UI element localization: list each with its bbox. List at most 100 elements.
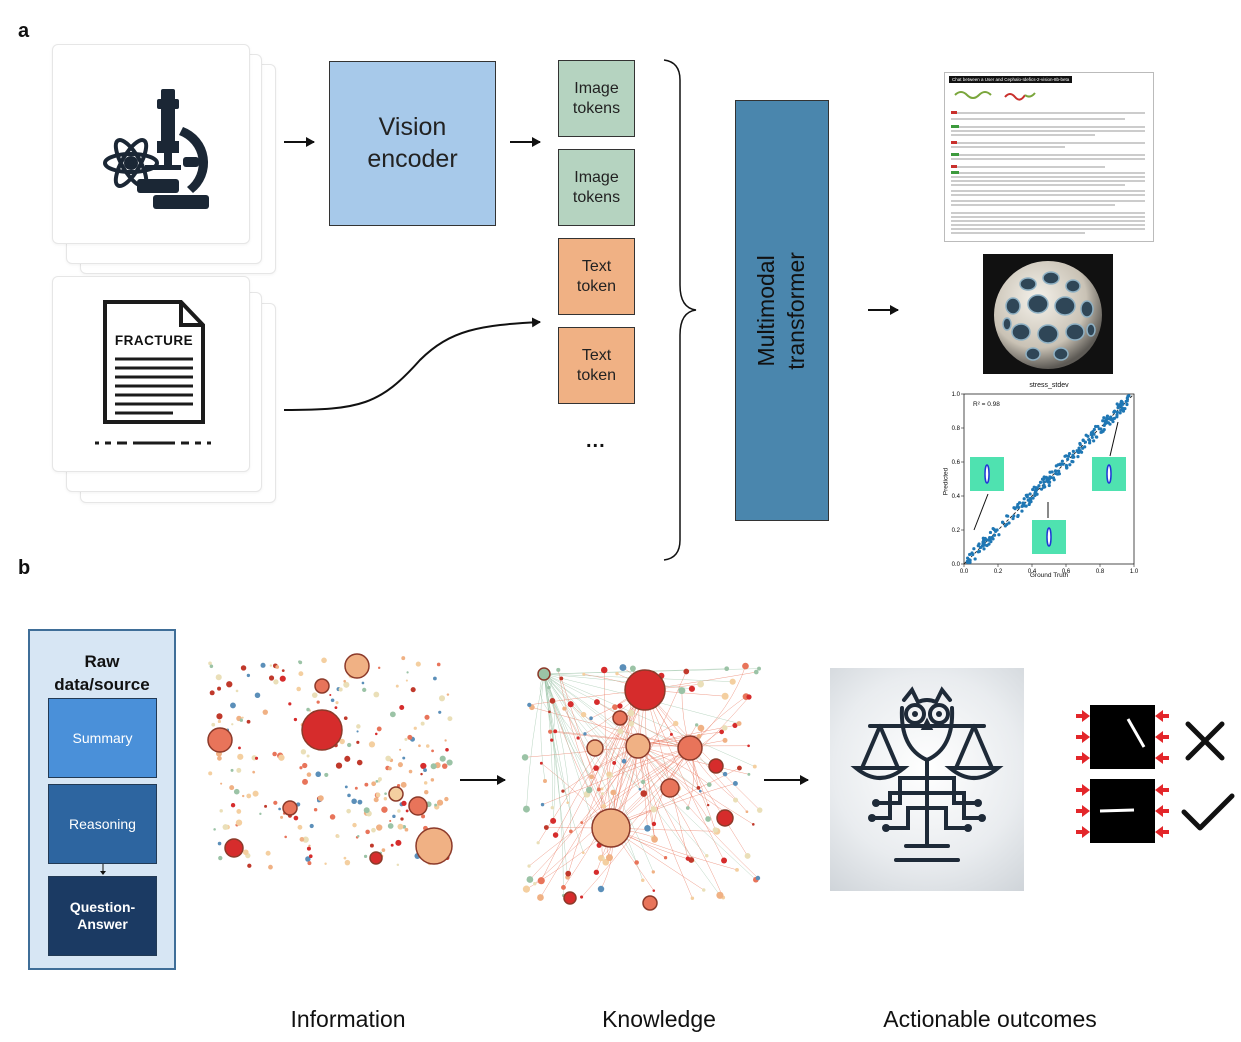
info-node — [235, 819, 243, 826]
question-answer-box: Question- Answer — [48, 876, 157, 956]
info-node — [298, 660, 303, 665]
scatter-point — [1079, 450, 1084, 454]
knowledge-node — [669, 732, 673, 736]
microscope-icon — [103, 89, 209, 209]
info-node — [240, 665, 247, 671]
scatter-xtick: 0.4 — [1028, 569, 1037, 575]
knowledge-node — [601, 803, 607, 809]
cross-icon — [1185, 721, 1225, 761]
info-node — [376, 726, 382, 732]
scatter-point — [989, 540, 993, 544]
knowledge-edge — [543, 673, 584, 853]
info-node — [230, 803, 236, 808]
knowledge-node — [612, 704, 618, 711]
scatter-point — [1071, 455, 1075, 459]
info-node — [402, 756, 406, 760]
knowledge-edge — [637, 745, 693, 899]
info-node — [406, 671, 409, 674]
scatter-point — [1071, 449, 1075, 453]
scatter-point — [1071, 460, 1075, 464]
scatter-point — [1045, 477, 1049, 481]
knowledge-node — [521, 754, 529, 761]
info-node — [384, 792, 387, 796]
knowledge-node — [543, 825, 549, 830]
knowledge-node — [629, 665, 636, 672]
scatter-point — [973, 557, 977, 561]
scatter-point — [978, 545, 983, 550]
scatter-point — [1067, 452, 1072, 456]
scatter-point — [967, 560, 971, 564]
scatter-point — [966, 556, 970, 560]
scatter-point — [1088, 441, 1092, 445]
scatter-point — [1020, 509, 1024, 513]
knowledge-node — [697, 680, 704, 688]
info-node — [279, 675, 286, 682]
scatter-point — [1095, 435, 1099, 439]
scatter-xtick: 0.2 — [994, 569, 1003, 575]
knowledge-node — [605, 854, 613, 862]
info-node — [347, 742, 352, 748]
scatter-point — [1011, 516, 1015, 521]
knowledge-edge — [543, 673, 721, 896]
scatter-point — [1003, 524, 1007, 528]
scatter-ytick: 0.4 — [952, 494, 961, 500]
knowledge-node — [562, 706, 567, 711]
knowledge-node — [705, 816, 711, 822]
knowledge-hub-node — [660, 778, 680, 798]
scatter-point — [1124, 399, 1128, 403]
knowledge-node — [589, 716, 593, 721]
info-node — [211, 722, 216, 727]
info-node — [254, 756, 259, 760]
document-image-card: FRACTURE — [52, 276, 250, 472]
knowledge-hub-node — [625, 733, 651, 759]
knowledge-node — [549, 697, 556, 704]
knowledge-node — [580, 821, 584, 824]
science-image-card — [52, 44, 250, 244]
info-node — [446, 693, 450, 696]
raw-data-title: Raw data/source — [54, 652, 150, 694]
info-node — [445, 748, 449, 752]
info-node — [280, 815, 284, 819]
knowledge-node — [589, 774, 594, 780]
knowledge-hub-node — [563, 891, 577, 905]
info-node — [381, 848, 386, 852]
knowledge-edge — [543, 673, 755, 767]
knowledge-node — [696, 786, 701, 790]
knowledge-node — [526, 876, 534, 883]
info-node — [306, 846, 311, 851]
info-node — [408, 769, 413, 774]
knowledge-node — [582, 672, 586, 676]
info-node — [424, 789, 429, 795]
knowledge-node — [697, 724, 705, 732]
info-node — [401, 800, 407, 806]
sphere-render — [994, 261, 1102, 369]
knowledge-node — [742, 662, 749, 670]
info-node — [375, 792, 381, 798]
info-node — [362, 687, 367, 693]
knowledge-node — [651, 821, 657, 827]
knowledge-node — [596, 787, 601, 792]
knowledge-node — [621, 758, 627, 764]
knowledge-node — [747, 772, 751, 776]
knowledge-node — [721, 857, 728, 864]
knowledge-node — [640, 779, 646, 785]
knowledge-hub-node — [586, 739, 604, 757]
knowledge-node — [617, 728, 624, 735]
scatter-point — [995, 528, 999, 532]
scatter-point — [1038, 480, 1043, 484]
info-node — [347, 793, 351, 798]
scatter-point — [1102, 416, 1106, 420]
info-node — [404, 737, 408, 741]
info-node — [298, 671, 304, 677]
info-node — [335, 762, 343, 769]
knowledge-node — [565, 870, 572, 877]
info-node — [219, 809, 223, 813]
panel-a-letter: a — [18, 20, 30, 42]
info-node — [220, 782, 223, 785]
info-node — [302, 778, 308, 785]
info-node — [247, 863, 252, 868]
knowledge-edge — [543, 673, 701, 792]
info-node — [404, 827, 409, 832]
info-node — [281, 669, 285, 673]
info-node — [284, 835, 287, 839]
